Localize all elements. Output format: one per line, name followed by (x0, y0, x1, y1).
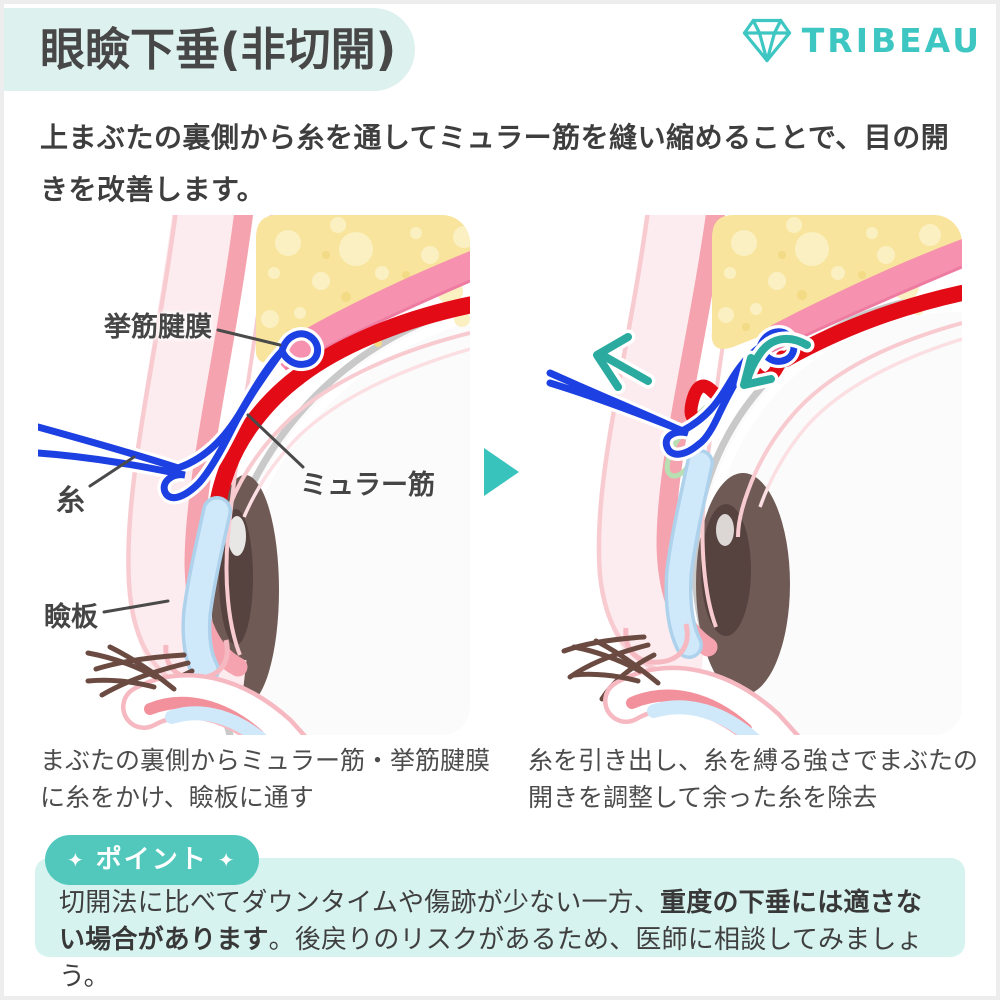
label-levator-aponeurosis: 挙筋腱膜 (104, 312, 212, 343)
point-badge: ✦ ポイント ✦ (45, 835, 259, 885)
pull-arrow-down-left-icon (736, 331, 815, 393)
lower-eyelashes (571, 638, 661, 686)
title-badge: 眼瞼下垂(非切開) (4, 8, 415, 91)
muller-muscle-band (208, 296, 470, 520)
pull-arrow-up-left-icon (589, 329, 656, 395)
tarsal-plate-shape (664, 449, 714, 659)
next-step-arrow-icon (484, 448, 519, 496)
lower-eyelid (603, 665, 801, 735)
lower-eyelashes (85, 644, 177, 692)
suture-thread (38, 327, 325, 505)
label-thread: 糸 (56, 483, 86, 517)
figure-after (530, 215, 962, 735)
caption-before: まぶたの裏側からミュラー筋・挙筋腱膜に糸をかけ、瞼板に通す (40, 746, 491, 812)
leader-lines (88, 328, 305, 614)
point-text-normal-2: 。後戻りのリスクがあるため、医師に相談してみましょう。 (59, 925, 923, 992)
eye-cross-section-before (38, 215, 470, 735)
eye-cross-section-after (543, 215, 962, 735)
brand-logo: TRIBEAU (742, 18, 982, 63)
label-tarsal-plate: 瞼板 (44, 602, 98, 633)
lid-margin (623, 623, 690, 665)
page-title: 眼瞼下垂(非切開) (40, 23, 397, 76)
diamond-icon (742, 18, 791, 63)
intro-text: 上まぶたの裏側から糸を通してミュラー筋を縫い縮めることで、目の開きを改善します。 (40, 121, 950, 206)
point-text: 切開法に比べてダウンタイムや傷跡が少ない一方、重度の下垂には適さない場合がありま… (59, 885, 941, 996)
point-text-emphasis: 重度の下垂には適さない場合があります (59, 888, 923, 955)
point-text-normal-1: 切開法に比べてダウンタイムや傷跡が少ない一方、 (59, 888, 661, 918)
caption-after: 糸を引き出し、糸を縛る強さでまぶたの開きを調整して余った糸を除去 (528, 746, 979, 812)
point-badge-label: ポイント (95, 845, 208, 875)
label-muller-muscle: ミュラー筋 (300, 470, 435, 501)
sparkle-icon: ✦ (67, 848, 86, 872)
tarsal-plate-shape (181, 496, 232, 685)
figure-before: 挙筋腱膜 ミュラー筋 糸 瞼板 (38, 215, 470, 735)
lower-eyelid (121, 673, 307, 735)
point-box: 切開法に比べてダウンタイムや傷跡が少ない一方、重度の下垂には適さない場合がありま… (35, 858, 965, 992)
brand-name: TRIBEAU (801, 21, 982, 60)
sparkle-icon: ✦ (217, 848, 237, 872)
suture-thread (543, 325, 801, 461)
